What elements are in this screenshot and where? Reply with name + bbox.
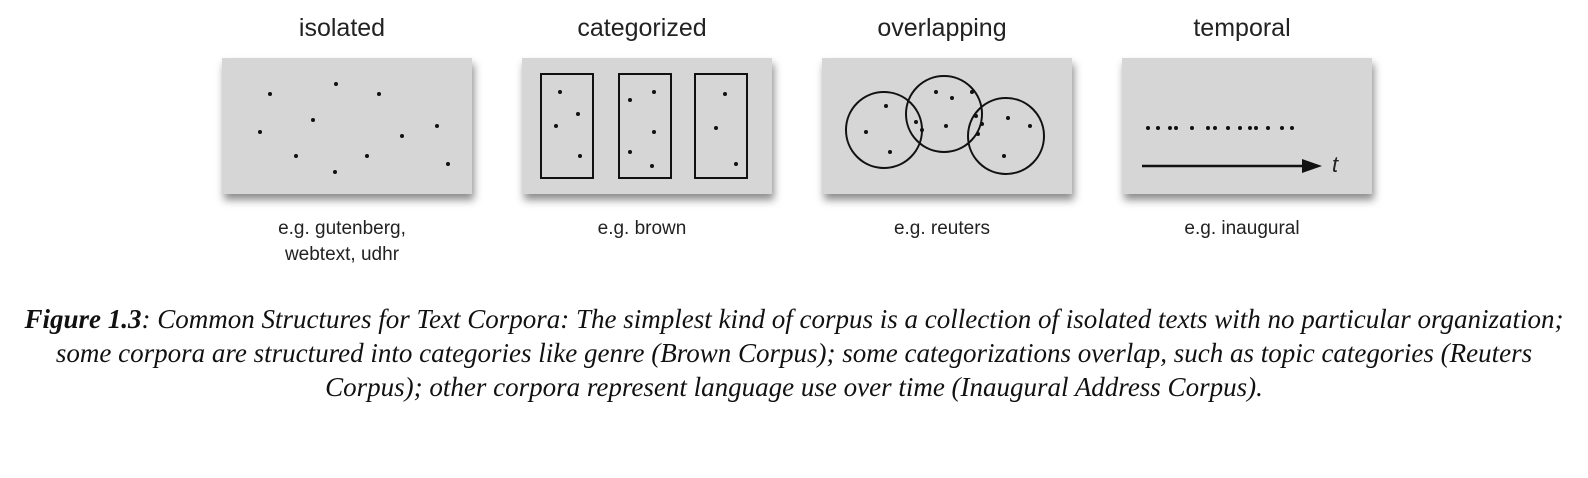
- panel-example-overlapping: e.g. reuters: [812, 216, 1072, 242]
- panel-title-categorized: categorized: [577, 14, 707, 42]
- panel-example-isolated: e.g. gutenberg, webtext, udhr: [212, 216, 472, 268]
- caption-text: : Common Structures for Text Corpora: Th…: [55, 304, 1564, 402]
- text-dot: [884, 104, 888, 108]
- overlapping-diagram: [822, 58, 1072, 194]
- category-box: [694, 73, 748, 179]
- overlapping-categories: [845, 75, 1045, 175]
- isolated-diagram: [222, 58, 472, 194]
- text-dot: [628, 150, 632, 154]
- panel-title-isolated: isolated: [298, 14, 386, 42]
- text-dot: [334, 82, 338, 86]
- text-dot: [1248, 126, 1252, 130]
- text-dot: [723, 92, 727, 96]
- temporal-sequence: [1142, 126, 1322, 173]
- text-dot: [1028, 124, 1032, 128]
- text-dot: [268, 92, 272, 96]
- panel-example-temporal: e.g. inaugural: [1112, 216, 1372, 242]
- text-dot: [976, 132, 980, 136]
- text-dot: [888, 150, 892, 154]
- text-dot: [1290, 126, 1294, 130]
- temporal-diagram: [1122, 58, 1372, 194]
- example-line: e.g. inaugural: [1184, 218, 1300, 239]
- text-dot: [294, 154, 298, 158]
- category-box: [618, 73, 672, 179]
- time-axis-label: t: [1332, 152, 1339, 177]
- text-dot: [558, 90, 562, 94]
- text-dot: [1226, 126, 1230, 130]
- panel-title-temporal: temporal: [1193, 14, 1291, 42]
- text-dot: [377, 92, 381, 96]
- category-circle: [905, 75, 983, 153]
- text-dot: [944, 124, 948, 128]
- text-dot: [311, 118, 315, 122]
- categorized-diagram: [522, 58, 772, 194]
- text-dot: [576, 112, 580, 116]
- text-dot: [628, 98, 632, 102]
- text-dot: [974, 114, 978, 118]
- example-line: e.g. gutenberg,: [278, 218, 406, 239]
- text-dot: [652, 130, 656, 134]
- figure-caption: Figure 1.3: Common Structures for Text C…: [20, 302, 1568, 404]
- text-dot: [920, 128, 924, 132]
- text-dot: [980, 122, 984, 126]
- category-boxes: [540, 73, 748, 179]
- text-dot: [714, 126, 718, 130]
- example-line: webtext, udhr: [284, 244, 400, 265]
- text-dot: [1206, 126, 1210, 130]
- text-dot: [1006, 116, 1010, 120]
- text-dot: [1238, 126, 1242, 130]
- text-dot: [333, 170, 337, 174]
- figure-label: Figure 1.3: [24, 304, 142, 334]
- panel-example-categorized: e.g. brown: [512, 216, 772, 242]
- text-dot: [1156, 126, 1160, 130]
- text-dot: [652, 90, 656, 94]
- text-dot: [578, 154, 582, 158]
- text-dot: [1002, 154, 1006, 158]
- text-dot: [734, 162, 738, 166]
- text-dot: [1213, 126, 1217, 130]
- text-dot: [258, 130, 262, 134]
- text-dot: [650, 164, 654, 168]
- text-dot: [435, 124, 439, 128]
- text-dot: [970, 90, 974, 94]
- text-dot: [554, 124, 558, 128]
- text-dot: [1190, 126, 1194, 130]
- text-dot: [446, 162, 450, 166]
- text-dot: [1174, 126, 1178, 130]
- text-dot: [1266, 126, 1270, 130]
- text-dot: [1280, 126, 1284, 130]
- text-dot: [864, 130, 868, 134]
- text-dot: [934, 90, 938, 94]
- example-line: e.g. reuters: [893, 218, 991, 239]
- text-dot: [1146, 126, 1150, 130]
- panel-title-overlapping: overlapping: [877, 14, 1007, 42]
- text-dot: [950, 96, 954, 100]
- example-line: e.g. brown: [597, 218, 687, 239]
- text-dot: [1254, 126, 1258, 130]
- time-axis-arrowhead: [1302, 159, 1322, 173]
- text-dot: [400, 134, 404, 138]
- text-dot: [365, 154, 369, 158]
- text-dot: [1168, 126, 1172, 130]
- category-box: [540, 73, 594, 179]
- category-circle: [967, 97, 1045, 175]
- isolated-texts-dots: [258, 82, 450, 174]
- text-dot: [914, 120, 918, 124]
